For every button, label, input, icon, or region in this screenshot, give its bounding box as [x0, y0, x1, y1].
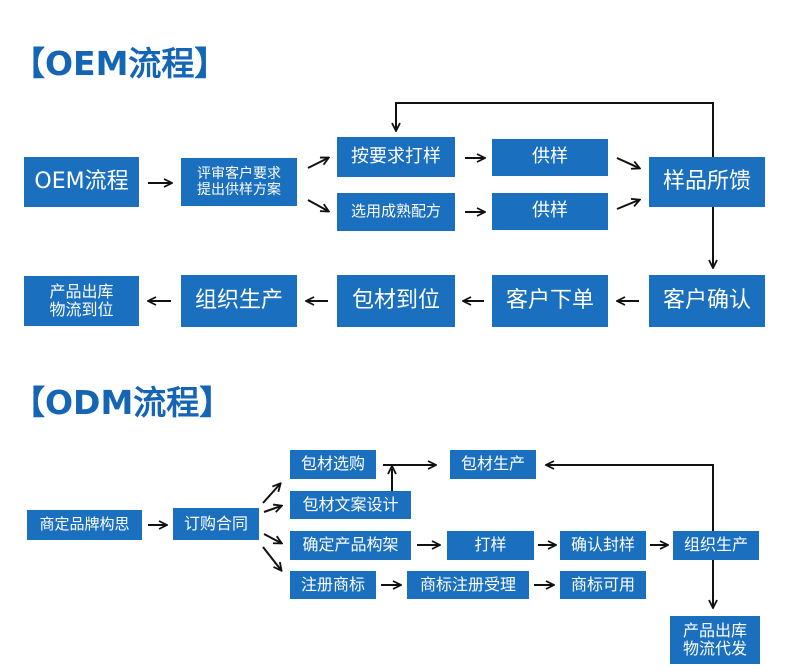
odm-outbound-node: 产品出库物流代发 — [670, 616, 760, 664]
odm-trademark-available-node: 商标可用 — [560, 571, 646, 599]
odm-arrow-contract-to-trademark — [262, 546, 281, 570]
odm-confirm-seal-node: 确认封样 — [560, 531, 646, 560]
oem-arrow-evaluate-to-sample — [307, 158, 328, 169]
odm-arrow-contract-to-frame — [263, 533, 281, 543]
oem-sample-request-node: 按要求打样 — [337, 137, 455, 177]
odm-trademark-accepted-node: 商标注册受理 — [407, 571, 529, 599]
oem-supply-node-1: 供样 — [492, 139, 608, 176]
oem-evaluate-node: 评审客户要求提出供样方案 — [181, 158, 297, 206]
odm-production-node: 组织生产 — [673, 531, 759, 560]
oem-production-node: 组织生产 — [181, 275, 297, 327]
oem-feedback-node: 样品所馈 — [649, 157, 765, 207]
odm-sample-node: 打样 — [447, 531, 534, 560]
oem-outbound-node: 产品出库物流到位 — [24, 276, 139, 326]
oem-start-node: OEM流程 — [24, 157, 139, 207]
oem-customer-order-node: 客户下单 — [492, 275, 608, 327]
oem-packaging-ready-node: 包材到位 — [337, 275, 455, 327]
oem-arrow-evaluate-to-formula — [307, 199, 328, 211]
odm-arrow-production-to-pkg-production — [547, 465, 714, 531]
oem-heading: 【OEM流程】 — [12, 44, 228, 83]
odm-heading: 【ODM流程】 — [12, 383, 233, 422]
odm-brand-concept-node: 商定品牌构思 — [27, 510, 142, 540]
odm-packaging-select-node: 包材选购 — [290, 450, 376, 479]
odm-packaging-production-node: 包材生产 — [450, 450, 536, 479]
odm-packaging-design-node: 包材文案设计 — [290, 491, 411, 519]
oem-select-formula-node: 选用成熟配方 — [337, 193, 455, 231]
odm-contract-node: 订购合同 — [173, 508, 259, 540]
odm-arrow-contract-to-pkg-select — [262, 484, 280, 504]
odm-product-frame-node: 确定产品构架 — [290, 531, 411, 560]
oem-arrow-supply2-to-feedback — [616, 200, 639, 210]
oem-customer-confirm-node: 客户确认 — [649, 275, 765, 327]
oem-supply-node-2: 供样 — [492, 193, 608, 230]
odm-arrow-contract-to-pkg-design — [263, 506, 281, 513]
oem-arrow-supply1-to-feedback — [616, 157, 639, 168]
odm-trademark-register-node: 注册商标 — [290, 571, 376, 599]
